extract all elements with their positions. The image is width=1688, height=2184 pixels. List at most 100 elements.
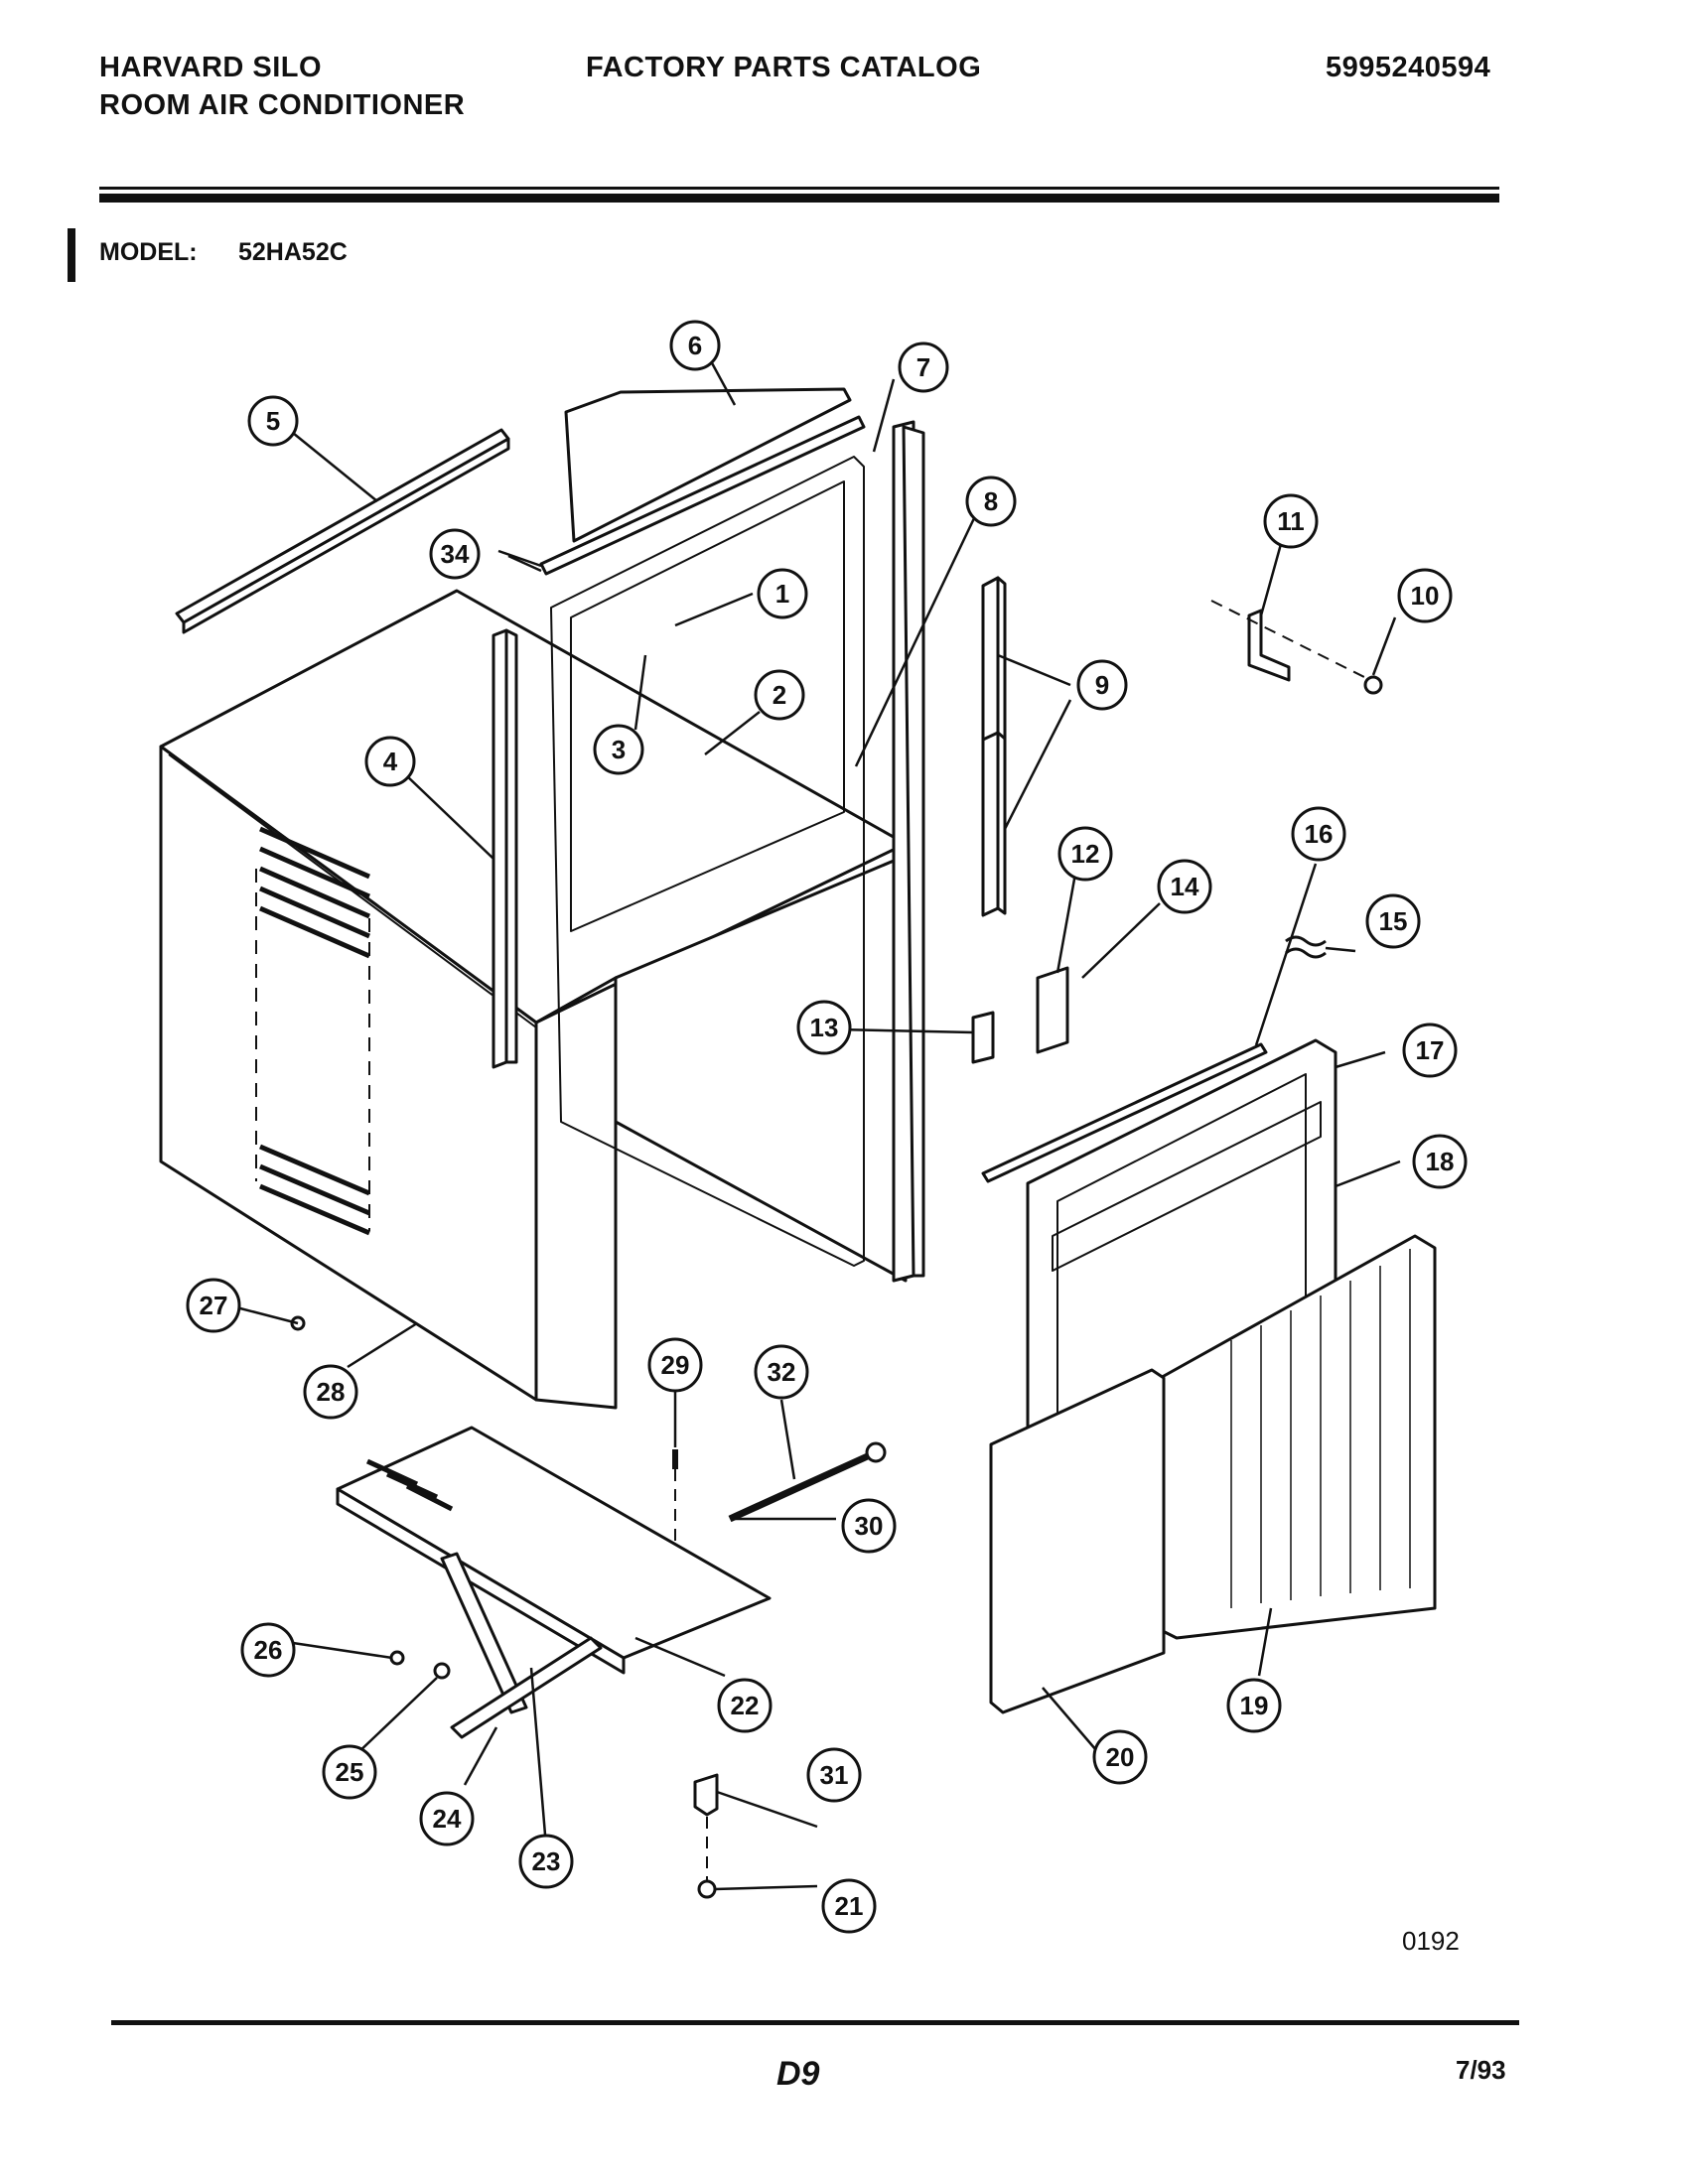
screw-26 [389, 1650, 405, 1666]
callout-23: 23 [518, 1834, 574, 1889]
svg-text:16: 16 [1305, 819, 1334, 849]
callout-34: 34 [429, 528, 481, 580]
svg-text:6: 6 [688, 331, 702, 360]
top-rail [175, 428, 510, 634]
svg-text:3: 3 [612, 735, 626, 764]
top-flap [564, 387, 852, 543]
callout-12: 12 [1057, 826, 1113, 882]
callout-29: 29 [647, 1337, 703, 1393]
model-number: 52HA52C [238, 238, 348, 266]
callout-bubbles: 1 2 3 4 5 6 7 8 9 10 11 12 13 14 15 16 1… [186, 320, 1468, 1934]
svg-text:10: 10 [1411, 581, 1440, 611]
svg-text:28: 28 [317, 1377, 346, 1407]
bolt-32 [728, 1450, 874, 1523]
svg-text:26: 26 [254, 1635, 283, 1665]
product-type: ROOM AIR CONDITIONER [99, 89, 466, 121]
callout-5: 5 [247, 395, 299, 447]
svg-text:29: 29 [661, 1350, 690, 1380]
screw-25 [433, 1662, 451, 1680]
support-leg [440, 1552, 528, 1714]
latch-13 [971, 1011, 995, 1064]
svg-text:19: 19 [1240, 1691, 1269, 1720]
side-strip [492, 628, 508, 1069]
svg-text:31: 31 [820, 1760, 849, 1790]
svg-text:18: 18 [1426, 1147, 1455, 1176]
leader-lines [239, 358, 1401, 1891]
svg-text:23: 23 [532, 1846, 561, 1876]
callout-13: 13 [796, 1000, 852, 1055]
callout-9: 9 [1076, 659, 1128, 711]
mounting-bracket [1247, 609, 1291, 682]
callout-11: 11 [1263, 493, 1319, 549]
svg-text:32: 32 [768, 1357, 796, 1387]
callout-16: 16 [1291, 806, 1346, 862]
svg-text:24: 24 [433, 1804, 462, 1834]
svg-text:27: 27 [200, 1291, 228, 1320]
drawing-number: 0192 [1402, 1926, 1460, 1956]
svg-text:22: 22 [731, 1691, 760, 1720]
callout-2: 2 [754, 669, 805, 721]
foam-block-upper [981, 576, 1000, 745]
svg-text:15: 15 [1379, 906, 1408, 936]
foam-block-lower [981, 731, 1000, 917]
callout-10: 10 [1397, 568, 1453, 623]
callout-3: 3 [593, 724, 644, 775]
callout-7: 7 [898, 341, 949, 393]
svg-text:4: 4 [383, 747, 398, 776]
svg-text:21: 21 [835, 1891, 864, 1921]
callout-8: 8 [965, 476, 1017, 527]
callout-6: 6 [669, 320, 721, 371]
header-rule-top [99, 187, 1499, 190]
revision-date: 7/93 [1456, 2055, 1506, 2085]
svg-text:25: 25 [336, 1757, 364, 1787]
callout-19: 19 [1226, 1678, 1282, 1733]
svg-text:14: 14 [1171, 872, 1199, 901]
bracket-31 [693, 1773, 719, 1817]
screw-21 [697, 1879, 717, 1899]
callout-25: 25 [322, 1744, 377, 1800]
top-seal [539, 415, 866, 576]
catalog-number: 5995240594 [1326, 52, 1491, 83]
callout-18: 18 [1412, 1134, 1468, 1189]
callout-21: 21 [821, 1878, 877, 1934]
front-panel [989, 1368, 1166, 1714]
model-label: MODEL: [99, 238, 198, 266]
footer-rule [111, 2020, 1519, 2025]
callout-15: 15 [1365, 893, 1421, 949]
model-marker [68, 228, 75, 282]
svg-text:34: 34 [441, 539, 470, 569]
cabinet-wrapper [159, 456, 917, 1410]
svg-text:13: 13 [810, 1013, 839, 1042]
callout-14: 14 [1157, 859, 1212, 914]
screw-10 [1363, 675, 1383, 695]
svg-text:5: 5 [266, 406, 280, 436]
callout-22: 22 [717, 1678, 773, 1733]
upper-rail [981, 1042, 1268, 1183]
callout-27: 27 [186, 1278, 241, 1333]
svg-text:9: 9 [1095, 670, 1109, 700]
support-rod [450, 1636, 603, 1739]
svg-text:20: 20 [1106, 1742, 1135, 1772]
callout-17: 17 [1402, 1023, 1458, 1078]
brand-name: HARVARD SILO [99, 52, 323, 83]
svg-text:12: 12 [1071, 839, 1100, 869]
svg-text:7: 7 [916, 352, 930, 382]
svg-text:2: 2 [773, 680, 786, 710]
callout-4: 4 [364, 736, 416, 787]
svg-text:1: 1 [775, 579, 789, 609]
callout-26: 26 [240, 1622, 296, 1678]
callout-31: 31 [806, 1747, 862, 1803]
callout-32: 32 [754, 1344, 809, 1400]
callout-28: 28 [303, 1364, 358, 1420]
page-id: D9 [776, 2055, 820, 2093]
svg-text:8: 8 [984, 486, 998, 516]
catalog-title: FACTORY PARTS CATALOG [586, 52, 982, 83]
latch-12 [1036, 966, 1069, 1054]
svg-text:17: 17 [1416, 1035, 1445, 1065]
callout-24: 24 [419, 1791, 475, 1846]
header-rule-bottom [99, 194, 1499, 203]
svg-text:11: 11 [1277, 506, 1305, 536]
callout-1: 1 [757, 568, 808, 619]
svg-text:30: 30 [855, 1511, 884, 1541]
